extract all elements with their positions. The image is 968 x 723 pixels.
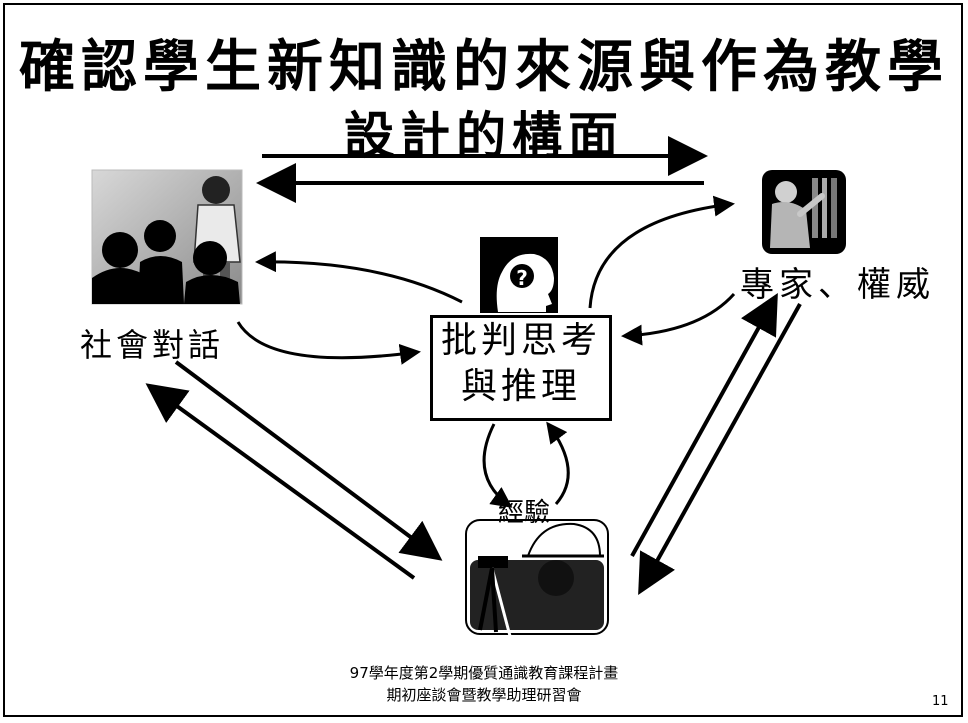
slide-footer: 97學年度第2學期優質通識教育課程計畫 期初座談會暨教學助理研習會 xyxy=(0,662,968,706)
arrow-experience-to-social xyxy=(145,383,416,580)
footer-line2: 期初座談會暨教學助理研習會 xyxy=(386,686,582,704)
classroom-lecture-icon xyxy=(91,169,243,305)
arrow-social-to-experience xyxy=(174,360,443,561)
arrow-social-to-thinking xyxy=(236,321,421,365)
node-label-experience: 經驗 xyxy=(498,498,551,528)
footer-line1: 97學年度第2學期優質通識教育課程計畫 xyxy=(349,664,619,682)
diagram-arrows xyxy=(145,136,802,595)
arrow-experience-to-thinking xyxy=(546,421,570,505)
node-critical-thinking-box: 批判思考 與推理 xyxy=(430,315,612,421)
surveyor-worker-icon xyxy=(465,519,609,637)
expert-bookshelf-icon xyxy=(762,170,846,254)
svg-text:?: ? xyxy=(516,266,528,290)
arrow-expert-to-experience xyxy=(638,303,802,595)
page-number: 11 xyxy=(932,694,949,709)
arrow-experience-to-expert xyxy=(630,293,778,557)
node-label-expert-authority: 專家、權威 xyxy=(740,265,935,305)
slide-title-line1: 確認學生新知識的來源與作為教學 xyxy=(19,34,949,100)
arrow-expert-to-thinking xyxy=(621,292,736,346)
arrow-thinking-to-expert xyxy=(588,195,735,309)
arrow-thinking-to-experience xyxy=(482,423,513,508)
node-label-social-dialogue: 社會對話 xyxy=(80,326,225,364)
arrow-thinking-to-social xyxy=(255,251,463,304)
question-head-icon: ? xyxy=(480,237,558,313)
node-label-thinking-line1: 批判思考 xyxy=(440,320,601,361)
node-label-thinking-line2: 與推理 xyxy=(460,366,581,407)
slide-frame xyxy=(3,3,963,717)
